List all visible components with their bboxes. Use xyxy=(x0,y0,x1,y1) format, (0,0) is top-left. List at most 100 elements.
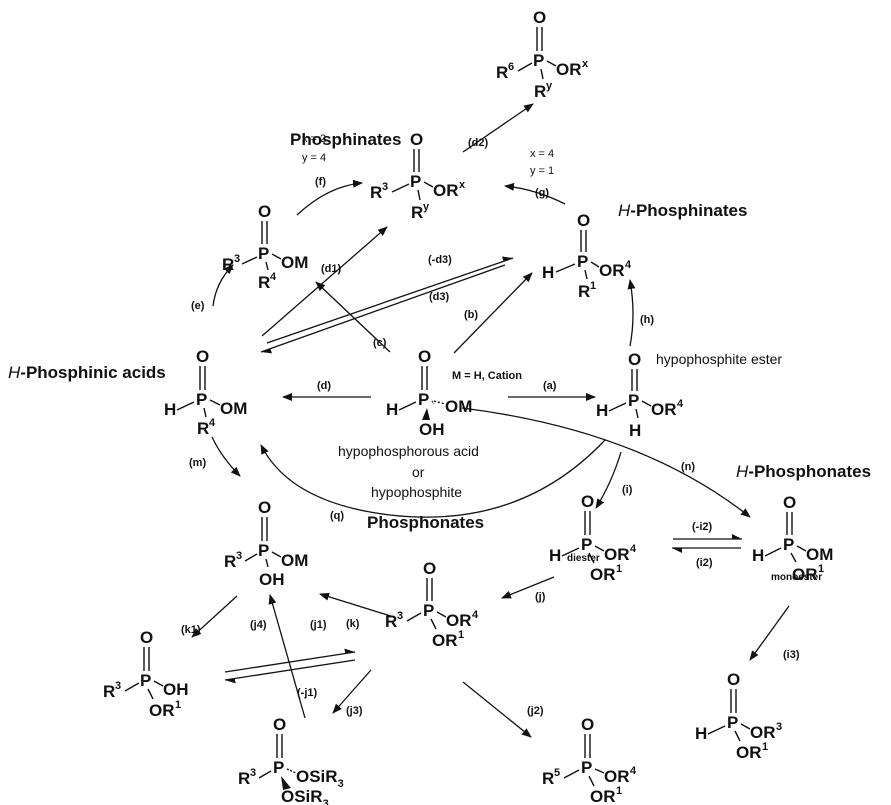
label-j1: (j1) xyxy=(310,619,327,631)
label-a: (a) xyxy=(543,380,557,392)
svg-text:4: 4 xyxy=(630,543,637,555)
svg-text:4: 4 xyxy=(209,417,216,429)
svg-text:P: P xyxy=(140,671,151,690)
arrow-neg-j1 xyxy=(224,659,356,684)
arrow-h xyxy=(627,279,636,347)
label-q: (q) xyxy=(330,510,344,522)
svg-text:H: H xyxy=(549,546,561,565)
svg-text:R: R xyxy=(103,682,115,701)
label-c: (c) xyxy=(373,337,387,349)
svg-text:4: 4 xyxy=(270,271,277,283)
arrow-c xyxy=(315,281,391,353)
arrow-d1 xyxy=(261,226,388,337)
svg-text:OR: OR xyxy=(792,565,818,584)
molecule-hypophosphorous-acid: O P H OM OH xyxy=(386,347,472,439)
label-neg-d3: (-d3) xyxy=(428,254,452,266)
title-h-phosphinates: H-Phosphinates xyxy=(618,201,747,220)
svg-text:O: O xyxy=(258,202,271,221)
svg-text:H: H xyxy=(752,546,764,565)
cond-g-y: y = 1 xyxy=(530,165,554,177)
svg-text:OM: OM xyxy=(445,397,472,416)
svg-text:P: P xyxy=(628,391,639,410)
cond-f-y: y = 4 xyxy=(302,152,326,164)
arrow-g xyxy=(504,182,566,205)
svg-text:4: 4 xyxy=(630,765,637,777)
svg-text:1: 1 xyxy=(590,280,596,292)
note-m-cation: M = H, Cation xyxy=(452,370,522,382)
svg-text:O: O xyxy=(258,498,271,517)
svg-text:OM: OM xyxy=(806,545,833,564)
arrow-j xyxy=(501,576,555,599)
svg-text:O: O xyxy=(410,130,423,149)
arrow-j2 xyxy=(462,681,532,738)
svg-text:H: H xyxy=(629,421,641,440)
svg-text:O: O xyxy=(577,211,590,230)
svg-text:O: O xyxy=(418,347,431,366)
svg-text:P: P xyxy=(258,541,269,560)
note-monoester: monoester xyxy=(771,572,822,583)
arrow-f xyxy=(296,179,363,216)
svg-text:R: R xyxy=(258,273,270,292)
osir3-upper: OSiR3 xyxy=(296,767,344,790)
svg-text:6: 6 xyxy=(508,61,514,73)
svg-text:OH: OH xyxy=(163,680,189,699)
svg-text:R: R xyxy=(385,612,397,631)
label-n: (n) xyxy=(681,461,695,473)
note-hypophosphite-ester: hypophosphite ester xyxy=(656,351,782,367)
cond-g-x: x = 4 xyxy=(530,148,554,160)
svg-text:1: 1 xyxy=(175,699,181,711)
arrow-k1 xyxy=(191,595,238,638)
label-e: (e) xyxy=(191,300,205,312)
note-diester: diester xyxy=(567,553,600,564)
label-h: (h) xyxy=(640,314,654,326)
label-i3: (i3) xyxy=(783,649,800,661)
svg-text:P: P xyxy=(418,390,429,409)
arrow-d2 xyxy=(462,103,534,153)
svg-text:P: P xyxy=(410,172,421,191)
label-j: (j) xyxy=(535,591,546,603)
svg-text:OM: OM xyxy=(220,399,247,418)
svg-text:OR: OR xyxy=(651,400,677,419)
label-j3: (j3) xyxy=(346,705,363,717)
svg-text:H: H xyxy=(596,401,608,420)
arrow-j1 xyxy=(224,648,356,673)
svg-text:R: R xyxy=(197,419,209,438)
label-d: (d) xyxy=(317,380,331,392)
svg-text:H: H xyxy=(695,724,707,743)
svg-text:y: y xyxy=(423,201,430,213)
svg-text:R: R xyxy=(370,183,382,202)
svg-text:OR: OR xyxy=(432,631,458,650)
svg-text:1: 1 xyxy=(818,563,824,575)
svg-text:R: R xyxy=(542,769,554,788)
svg-text:OR: OR xyxy=(590,787,616,805)
svg-text:3: 3 xyxy=(236,550,242,562)
note-center-line1: hypophosphorous acid xyxy=(338,443,479,459)
svg-text:O: O xyxy=(581,492,594,511)
label-k: (k) xyxy=(346,618,360,630)
svg-text:OR: OR xyxy=(149,701,175,720)
arrow-i xyxy=(595,451,622,509)
svg-text:3: 3 xyxy=(115,680,121,692)
label-d2: (d2) xyxy=(468,137,489,149)
svg-text:OR: OR xyxy=(556,60,582,79)
svg-text:x: x xyxy=(582,58,589,70)
label-d3: (d3) xyxy=(429,291,450,303)
label-i: (i) xyxy=(622,484,633,496)
note-center-line2: or xyxy=(412,464,425,480)
svg-text:OR: OR xyxy=(590,565,616,584)
svg-text:3: 3 xyxy=(397,610,403,622)
svg-text:O: O xyxy=(423,559,436,578)
arrow-neg-d3 xyxy=(260,264,506,354)
svg-text:OR: OR xyxy=(604,767,630,786)
label-j2: (j2) xyxy=(527,705,544,717)
label-m: (m) xyxy=(189,457,206,469)
